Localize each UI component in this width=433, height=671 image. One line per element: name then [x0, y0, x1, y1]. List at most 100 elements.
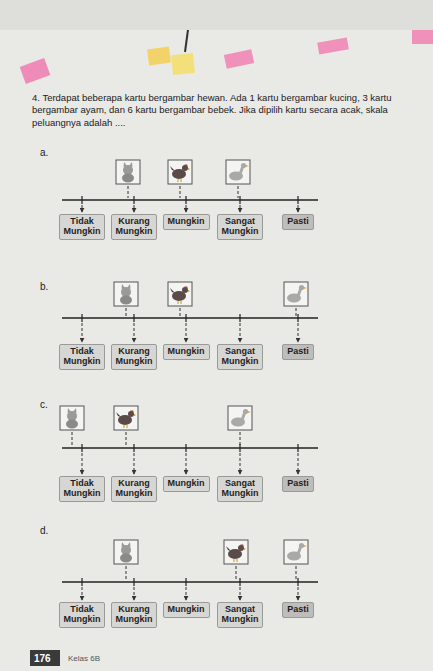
tick-arrow [240, 453, 241, 474]
tick [239, 444, 240, 452]
option-letter: d. [40, 524, 48, 537]
tick [297, 196, 298, 204]
tick [185, 578, 186, 586]
animal-card [284, 282, 308, 306]
scale-label-box: Pasti [282, 602, 314, 618]
tick-arrow [298, 323, 299, 342]
animal-card [284, 540, 308, 564]
tick-arrow [186, 587, 187, 600]
scale-label: Kurang Mungkin [116, 347, 153, 367]
pointer-line [180, 308, 181, 316]
pointer-line [296, 566, 297, 580]
animal-card [114, 282, 138, 306]
tick [133, 196, 134, 204]
probability-line [62, 317, 318, 319]
tick [81, 314, 82, 322]
tick [185, 196, 186, 204]
scale-label-box: Kurang Mungkin [111, 214, 158, 240]
pointer-line [72, 432, 73, 446]
pointer-line [126, 432, 127, 446]
tick [81, 444, 82, 452]
scale-label: Pasti [287, 217, 309, 227]
animal-card [114, 406, 138, 430]
scale-label-box: Mungkin [163, 344, 210, 360]
tick [239, 196, 240, 204]
class-label: Kelas 6B [68, 654, 100, 664]
tick [133, 314, 134, 322]
tick [133, 444, 134, 452]
scale-label: Tidak Mungkin [64, 605, 101, 625]
page-number: 176 [34, 652, 51, 665]
option-letter: a. [40, 146, 48, 159]
scale-label: Mungkin [168, 479, 205, 489]
scale-label-box: Sangat Mungkin [217, 602, 264, 628]
question-text: 4. Terdapat beberapa kartu bergambar hew… [32, 92, 424, 129]
tick-arrow [82, 323, 83, 342]
pointer-line [240, 432, 241, 446]
scale-label: Mungkin [168, 605, 205, 615]
scale-label: Sangat Mungkin [222, 217, 259, 237]
pointer-line [236, 566, 237, 580]
scale-label-box: Pasti [282, 344, 314, 360]
scale-label: Tidak Mungkin [64, 347, 101, 367]
scale-label-box: Mungkin [163, 214, 210, 230]
tick [297, 578, 298, 586]
scale-label-box: Sangat Mungkin [217, 214, 264, 240]
tick-arrow [82, 205, 83, 212]
tick-arrow [134, 205, 135, 212]
tick [133, 578, 134, 586]
scale-label: Mungkin [168, 347, 205, 357]
scale-label: Pasti [287, 479, 309, 489]
pointer-line [238, 186, 239, 198]
tick-arrow [186, 453, 187, 474]
animal-card [228, 406, 252, 430]
tick-arrow [134, 323, 135, 342]
scale-label: Tidak Mungkin [64, 479, 101, 499]
scale-label-box: Kurang Mungkin [111, 344, 158, 370]
tick [297, 444, 298, 452]
scale-label: Kurang Mungkin [116, 479, 153, 499]
tick [185, 444, 186, 452]
probability-line [62, 199, 318, 201]
tick-arrow [82, 587, 83, 600]
scale-label-box: Tidak Mungkin [59, 476, 106, 502]
tick-arrow [134, 453, 135, 474]
pointer-line [126, 566, 127, 580]
scale-label: Kurang Mungkin [116, 605, 153, 625]
animal-card [224, 540, 248, 564]
scale-label-box: Kurang Mungkin [111, 476, 158, 502]
scale-label: Mungkin [168, 217, 205, 227]
scale-label-box: Sangat Mungkin [217, 344, 264, 370]
scale-label-box: Pasti [282, 476, 314, 492]
tick [239, 314, 240, 322]
tick-arrow [240, 323, 241, 342]
pointer-line [128, 186, 129, 198]
animal-card [168, 282, 192, 306]
animal-card [226, 160, 250, 184]
animal-card [116, 160, 140, 184]
tick-arrow [82, 453, 83, 474]
tick-arrow [240, 205, 241, 212]
scale-label: Tidak Mungkin [64, 217, 101, 237]
tick-arrow [298, 205, 299, 212]
scale-label-box: Tidak Mungkin [59, 214, 106, 240]
scale-label: Kurang Mungkin [116, 217, 153, 237]
tick-arrow [298, 453, 299, 474]
tick [297, 314, 298, 322]
tick [81, 578, 82, 586]
scale-label: Sangat Mungkin [222, 605, 259, 625]
scale-label-box: Tidak Mungkin [59, 602, 106, 628]
scale-label-box: Mungkin [163, 602, 210, 618]
scale-label: Pasti [287, 347, 309, 357]
pointer-line [126, 308, 127, 316]
option-letter: c. [40, 398, 48, 411]
tick-arrow [186, 323, 187, 342]
tick [81, 196, 82, 204]
tick-arrow [186, 205, 187, 212]
probability-line [62, 447, 318, 449]
tick [185, 314, 186, 322]
pointer-line [296, 308, 297, 316]
scale-label-box: Pasti [282, 214, 314, 230]
scale-label: Sangat Mungkin [222, 347, 259, 367]
probability-line [62, 581, 318, 583]
